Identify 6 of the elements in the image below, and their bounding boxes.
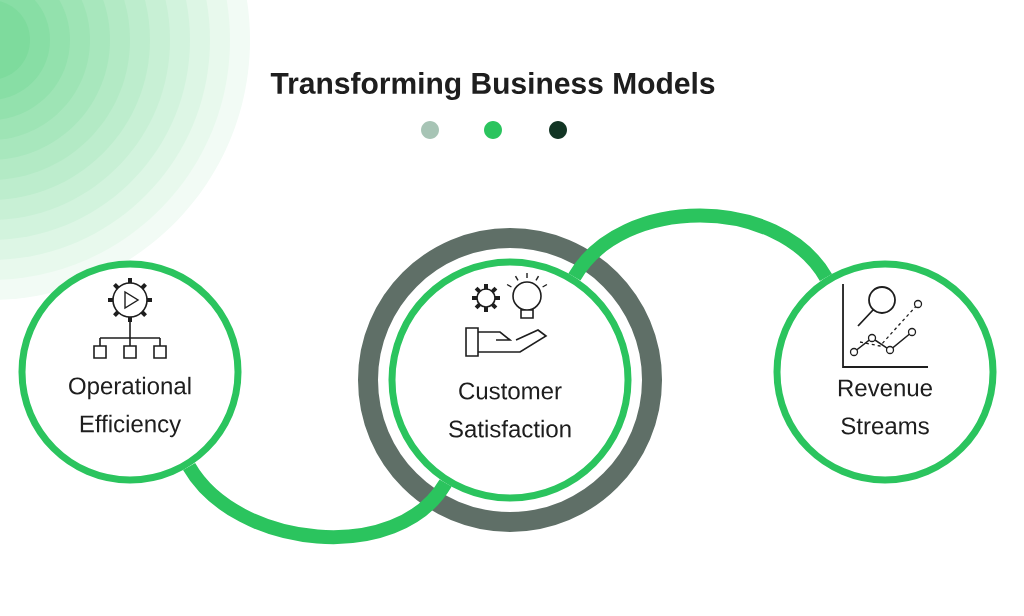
connector-arc xyxy=(183,462,452,544)
circle-node: Customer Satisfaction xyxy=(388,258,632,502)
title: Transforming Business Models xyxy=(270,71,715,101)
circle-node: Operational Efficiency xyxy=(18,260,242,484)
connector-arc xyxy=(568,208,832,282)
circle-node: Revenue Streams xyxy=(773,260,997,484)
